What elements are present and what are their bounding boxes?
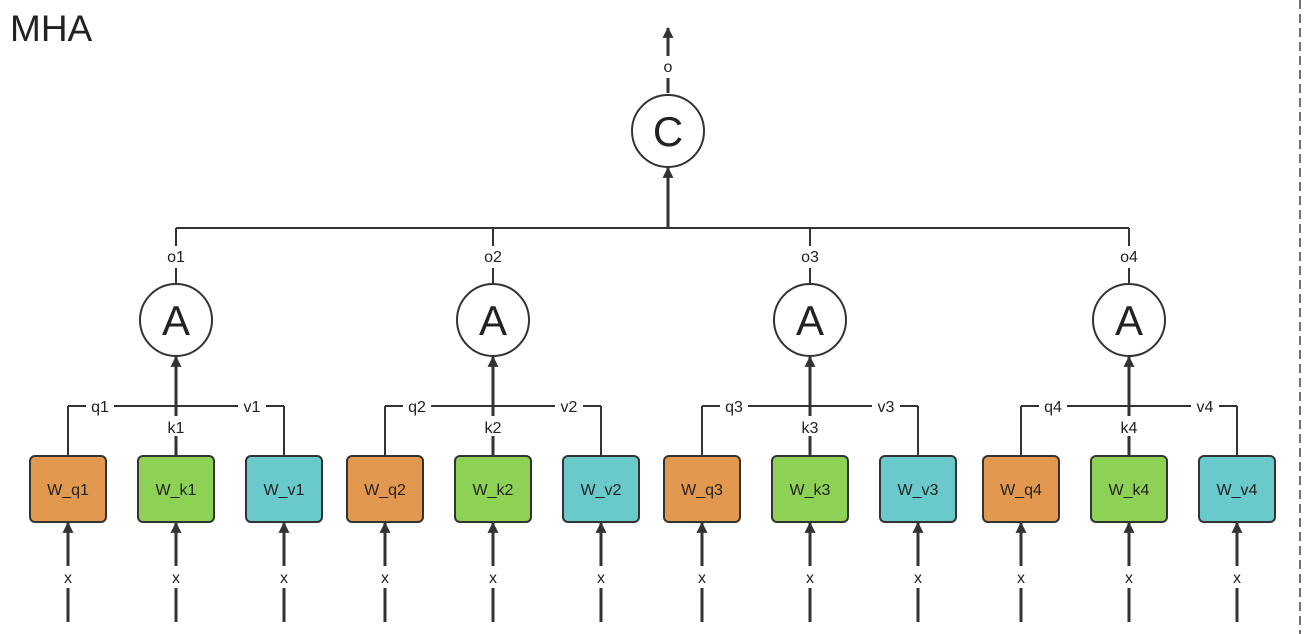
input-label: x [1017, 570, 1025, 587]
key-label: k3 [802, 420, 819, 437]
concat-output-label: o [664, 59, 673, 76]
key-projection-label: W_k2 [473, 482, 514, 499]
input-label: x [489, 570, 497, 587]
diagram-title: MHA [10, 8, 93, 49]
head-output-label: o2 [484, 249, 502, 266]
input-label: x [1125, 570, 1133, 587]
input-label: x [381, 570, 389, 587]
attention-symbol: A [1115, 297, 1143, 344]
query-label: q2 [408, 399, 426, 416]
key-projection-label: W_k4 [1109, 482, 1150, 499]
value-label: v4 [1197, 399, 1214, 416]
concat-symbol: C [653, 108, 683, 155]
input-label: x [698, 570, 706, 587]
attention-symbol: A [479, 297, 507, 344]
query-label: q4 [1044, 399, 1062, 416]
key-projection-label: W_k1 [156, 482, 197, 499]
input-label: x [914, 570, 922, 587]
head-output-label: o3 [801, 249, 819, 266]
attention-symbol: A [162, 297, 190, 344]
value-label: v2 [561, 399, 578, 416]
input-label: x [806, 570, 814, 587]
input-label: x [172, 570, 180, 587]
value-projection-label: W_v2 [581, 482, 622, 499]
query-label: q1 [91, 399, 109, 416]
value-projection-label: W_v1 [264, 482, 305, 499]
key-projection-label: W_k3 [790, 482, 831, 499]
key-label: k1 [168, 420, 185, 437]
value-label: v3 [878, 399, 895, 416]
input-label: x [280, 570, 288, 587]
value-projection-label: W_v4 [1217, 482, 1258, 499]
query-projection-label: W_q1 [47, 482, 89, 499]
key-label: k2 [485, 420, 502, 437]
value-label: v1 [244, 399, 261, 416]
value-projection-label: W_v3 [898, 482, 939, 499]
head-output-label: o1 [167, 249, 185, 266]
key-label: k4 [1121, 420, 1138, 437]
input-label: x [64, 570, 72, 587]
attention-symbol: A [796, 297, 824, 344]
input-label: x [597, 570, 605, 587]
query-projection-label: W_q3 [681, 482, 723, 499]
query-label: q3 [725, 399, 743, 416]
query-projection-label: W_q4 [1000, 482, 1042, 499]
query-projection-label: W_q2 [364, 482, 406, 499]
input-label: x [1233, 570, 1241, 587]
concat-block: o C [176, 26, 1129, 229]
head-output-label: o4 [1120, 249, 1138, 266]
